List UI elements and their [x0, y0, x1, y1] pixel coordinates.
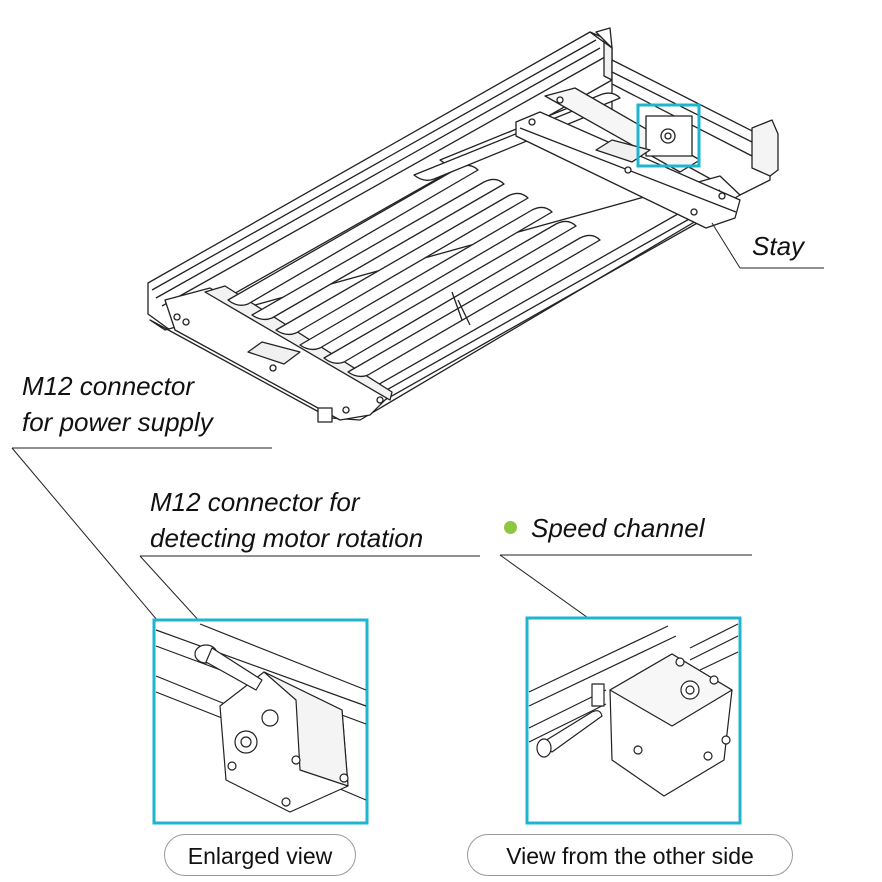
other-side-view-caption: View from the other side	[467, 834, 793, 876]
conveyor-rollers	[227, 92, 621, 378]
conveyor-unit	[147, 27, 779, 423]
power-connector-label-line1: M12 connector	[22, 371, 194, 401]
power-connector-label: M12 connector for power supply	[22, 368, 213, 440]
stay-label: Stay	[752, 231, 805, 261]
speed-channel-text: Speed channel	[531, 513, 705, 543]
green-dot-icon	[504, 521, 517, 534]
power-connector-label-line2: for power supply	[22, 407, 213, 437]
motor-rotation-label-line1: M12 connector for	[150, 487, 360, 517]
enlarged-view-caption: Enlarged view	[164, 834, 356, 876]
motor-rotation-label-line2: detecting motor rotation	[150, 523, 424, 553]
motor-rotation-connector-label: M12 connector for detecting motor rotati…	[150, 484, 423, 556]
speed-channel-label: Speed channel	[504, 510, 704, 546]
highlight-box-motor	[636, 103, 701, 168]
other-side-view-panel	[525, 616, 742, 825]
enlarged-view-panel	[152, 618, 369, 825]
